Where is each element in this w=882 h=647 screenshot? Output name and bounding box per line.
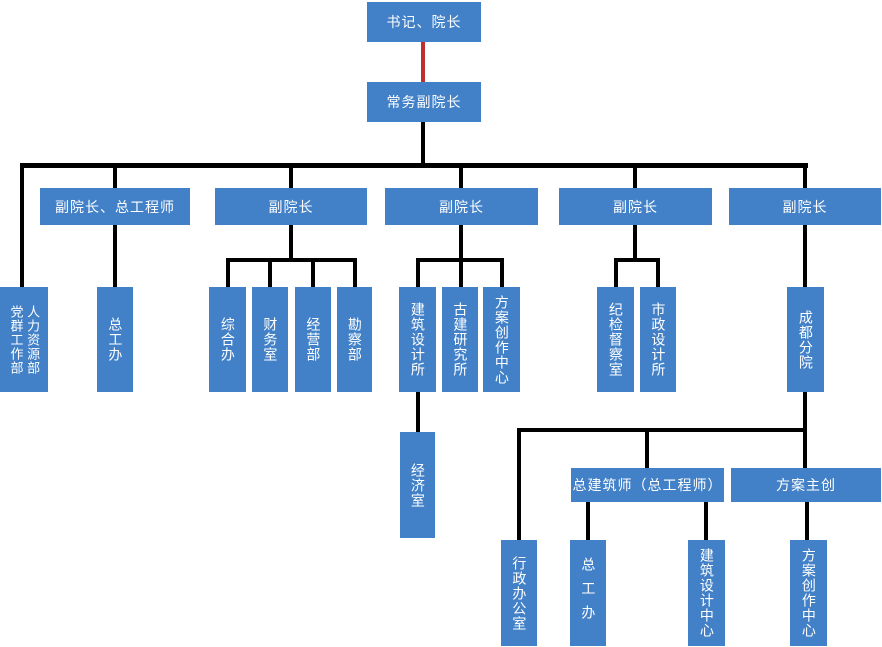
node-architectural-design-center[interactable]: 建筑设计中心 — [688, 540, 725, 646]
connector-line — [803, 225, 807, 287]
node-label: 副院长 — [439, 198, 484, 215]
node-label: 经营部 — [305, 317, 322, 362]
connector-line — [421, 122, 425, 165]
node-vice-dean-3[interactable]: 副院长 — [385, 188, 538, 225]
node-scheme-creation-center-2[interactable]: 方案创作中心 — [790, 540, 827, 646]
connector-line — [311, 258, 315, 287]
node-business-dept[interactable]: 经营部 — [295, 287, 331, 392]
connector-red-root-to-exec — [421, 42, 425, 82]
node-label: 常务副院长 — [386, 94, 462, 110]
node-general-affairs-office[interactable]: 综合办 — [209, 287, 246, 392]
node-label: 行政办公室 — [511, 555, 528, 631]
node-label: 副院长 — [613, 198, 658, 215]
connector-line — [704, 502, 708, 540]
node-vice-dean-2[interactable]: 副院长 — [215, 188, 367, 225]
node-label: 建筑设计中心 — [698, 548, 715, 638]
connector-line — [614, 258, 660, 262]
connector-line — [416, 258, 420, 287]
node-scheme-creation-center[interactable]: 方案创作中心 — [483, 287, 520, 392]
node-label: 总建筑师（总工程师） — [572, 477, 723, 493]
connector-main-horizontal — [20, 163, 808, 168]
connector-line — [656, 258, 660, 287]
node-survey-dept[interactable]: 勘察部 — [337, 287, 372, 392]
node-chengdu-branch[interactable]: 成都分院 — [787, 287, 824, 392]
connector-line — [226, 258, 230, 287]
node-label: 方案创作中心 — [800, 548, 817, 638]
connector-line — [633, 225, 637, 260]
connector-line — [500, 258, 504, 287]
connector-line — [459, 225, 463, 260]
node-label: 市政设计所 — [650, 302, 667, 377]
node-label: 书记、院长 — [386, 14, 462, 30]
node-label: 总工办 — [107, 317, 124, 362]
node-label: 副院长 — [268, 198, 314, 215]
connector-line — [517, 428, 807, 432]
node-chief-engineer-office[interactable]: 总工办 — [97, 287, 133, 392]
node-vice-dean-4[interactable]: 副院长 — [559, 188, 712, 225]
node-administrative-office[interactable]: 行政办公室 — [501, 540, 537, 646]
connector-line — [805, 502, 809, 540]
node-label-party-mass-work-dept: 党群工作部 — [8, 304, 24, 375]
connector-line — [289, 225, 293, 260]
connector-line — [268, 258, 272, 287]
connector-line — [226, 258, 357, 262]
connector-line — [586, 502, 590, 540]
node-discipline-inspection-office[interactable]: 纪检督察室 — [597, 287, 634, 392]
node-label: 综合办 — [219, 317, 236, 362]
connector-line — [517, 428, 521, 540]
node-architectural-design-institute[interactable]: 建筑设计所 — [399, 287, 436, 392]
connector-line — [416, 392, 420, 432]
node-label: 勘察部 — [346, 317, 363, 362]
node-label: 副院长 — [782, 198, 828, 215]
connector-line — [459, 166, 463, 188]
node-scheme-lead[interactable]: 方案主创 — [731, 468, 881, 502]
node-economy-office[interactable]: 经济室 — [400, 432, 435, 538]
node-ancient-architecture-research-institute[interactable]: 古建研究所 — [442, 287, 478, 392]
node-label: 副院长、总工程师 — [55, 198, 175, 215]
node-vice-dean-5[interactable]: 副院长 — [729, 188, 881, 225]
node-label: 纪检督察室 — [607, 302, 624, 377]
node-label: 建筑设计所 — [409, 302, 426, 377]
connector-line — [113, 225, 117, 287]
connector-line — [113, 166, 117, 188]
connector-line — [459, 258, 463, 287]
node-label: 方案创作中心 — [493, 294, 510, 385]
connector-line — [633, 166, 637, 188]
node-label: 古建研究所 — [452, 302, 469, 377]
connector-line — [803, 166, 807, 188]
node-municipal-design-institute[interactable]: 市政设计所 — [640, 287, 676, 392]
connector-line — [20, 163, 24, 287]
node-label: 财务室 — [262, 317, 279, 362]
connector-line — [614, 258, 618, 287]
node-party-mass-and-hr-dept[interactable]: 党群工作部 人力资源部 — [0, 287, 48, 392]
node-label: 总工办 — [580, 557, 597, 629]
connector-line — [289, 166, 293, 188]
node-label: 方案主创 — [776, 477, 836, 493]
node-chief-architect[interactable]: 总建筑师（总工程师） — [571, 468, 724, 502]
node-label-human-resources-dept: 人力资源部 — [25, 304, 41, 375]
connector-line — [803, 432, 807, 468]
node-label: 经济室 — [409, 462, 426, 508]
connector-line — [803, 392, 807, 430]
node-chief-engineer-office-2[interactable]: 总工办 — [570, 540, 606, 646]
connector-line — [353, 258, 357, 287]
connector-line — [645, 428, 649, 468]
node-executive-vice-dean[interactable]: 常务副院长 — [367, 82, 481, 122]
node-finance-office[interactable]: 财务室 — [252, 287, 288, 392]
node-vice-dean-chief-engineer[interactable]: 副院长、总工程师 — [40, 188, 190, 225]
node-secretary-dean[interactable]: 书记、院长 — [367, 2, 481, 42]
node-label: 成都分院 — [797, 309, 814, 370]
